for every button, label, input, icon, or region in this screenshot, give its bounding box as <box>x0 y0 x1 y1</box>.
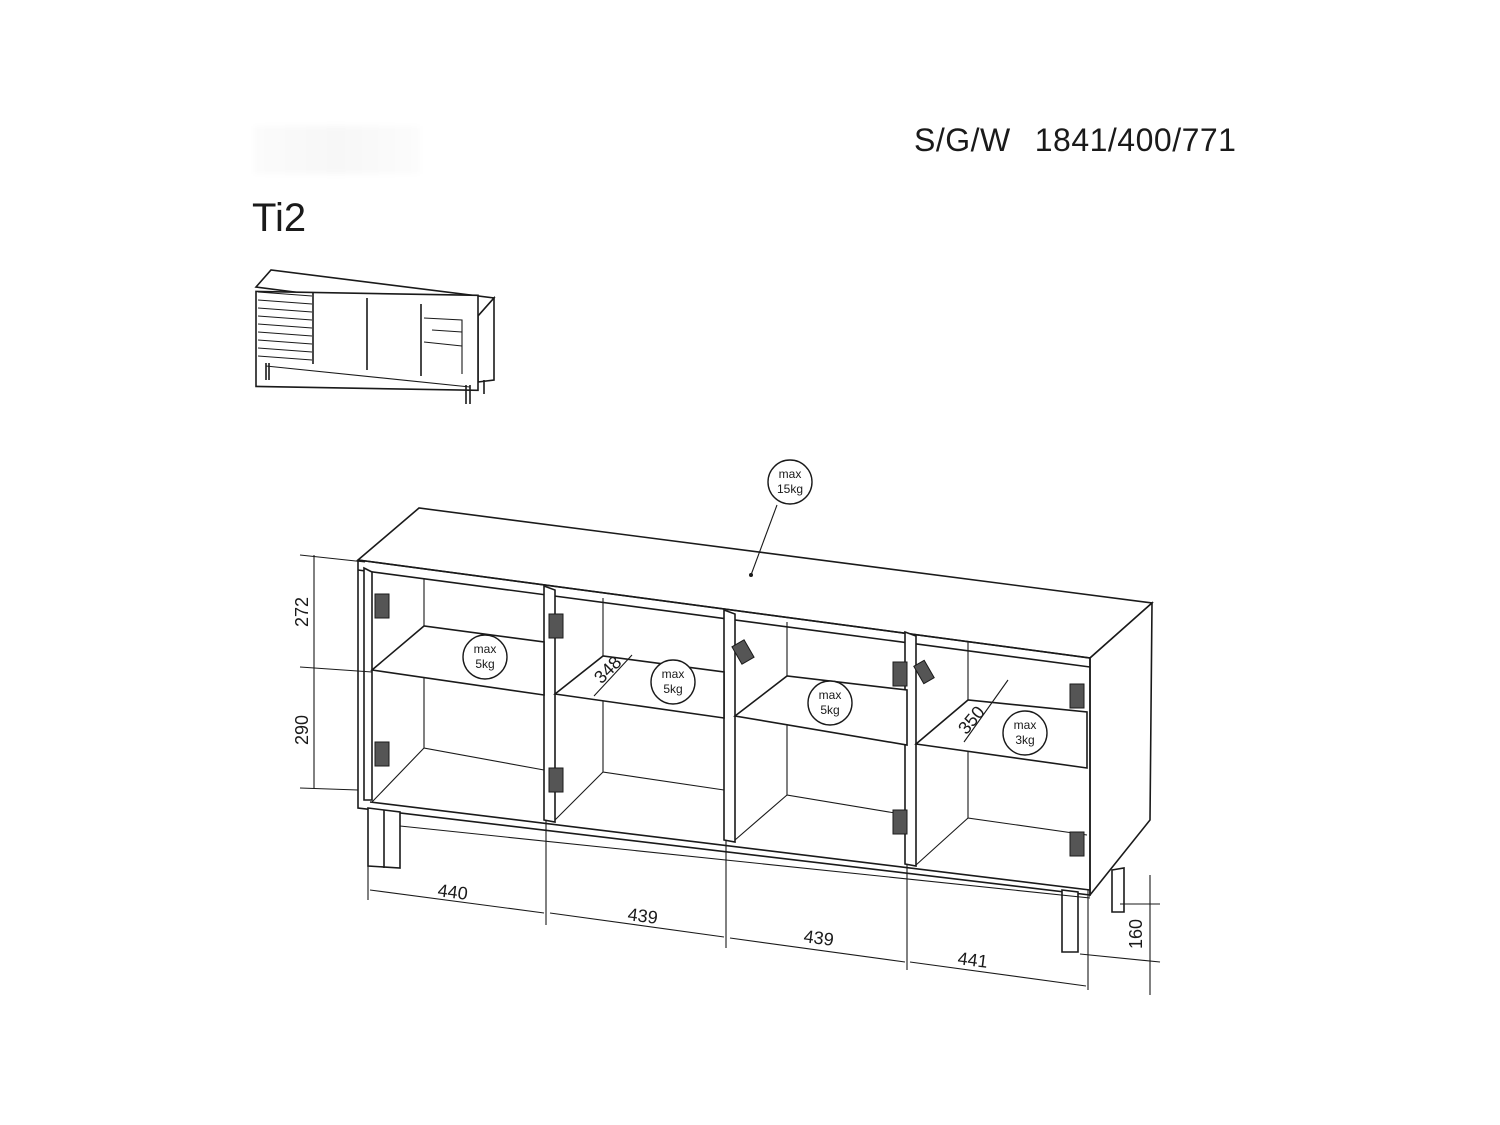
badge-shelf-4: max 3kg <box>1002 710 1048 756</box>
badge-shelf-3: max 5kg <box>807 680 853 726</box>
product-dimensions: 1841/400/771 <box>1034 122 1237 158</box>
badge-shelf-2: max 5kg <box>650 659 696 705</box>
legs <box>367 807 1125 953</box>
badge-top: max 15kg <box>749 459 813 577</box>
svg-text:max: max <box>474 642 497 656</box>
dim-lower-height: 290 <box>292 715 312 745</box>
dim-leg-height: 160 <box>1126 919 1146 949</box>
svg-text:max: max <box>779 467 802 481</box>
hinges <box>374 593 1085 857</box>
badge-shelf-1: max 5kg <box>462 634 508 680</box>
blurred-logo <box>254 126 420 174</box>
dim-width-2: 439 <box>627 904 659 928</box>
dimension-lines <box>299 554 1161 995</box>
product-code: S/G/W <box>914 122 1011 158</box>
svg-text:max: max <box>662 667 685 681</box>
thumbnail-slats <box>257 291 313 361</box>
svg-text:max: max <box>819 688 842 702</box>
dim-width-3: 439 <box>803 926 835 950</box>
svg-text:5kg: 5kg <box>663 682 682 696</box>
product-dimensions-header: S/G/W 1841/400/771 <box>914 122 1236 159</box>
model-name: Ti2 <box>252 196 307 240</box>
svg-text:3kg: 3kg <box>1015 733 1034 747</box>
thumbnail-cabinet <box>254 269 496 404</box>
dim-upper-height: 272 <box>292 597 312 627</box>
svg-text:5kg: 5kg <box>820 703 839 717</box>
svg-text:5kg: 5kg <box>475 657 494 671</box>
svg-text:15kg: 15kg <box>777 482 803 496</box>
cabinet-front-edge <box>357 559 1091 896</box>
dim-width-1: 440 <box>437 880 469 904</box>
svg-text:max: max <box>1014 718 1037 732</box>
dim-width-4: 441 <box>957 948 989 972</box>
